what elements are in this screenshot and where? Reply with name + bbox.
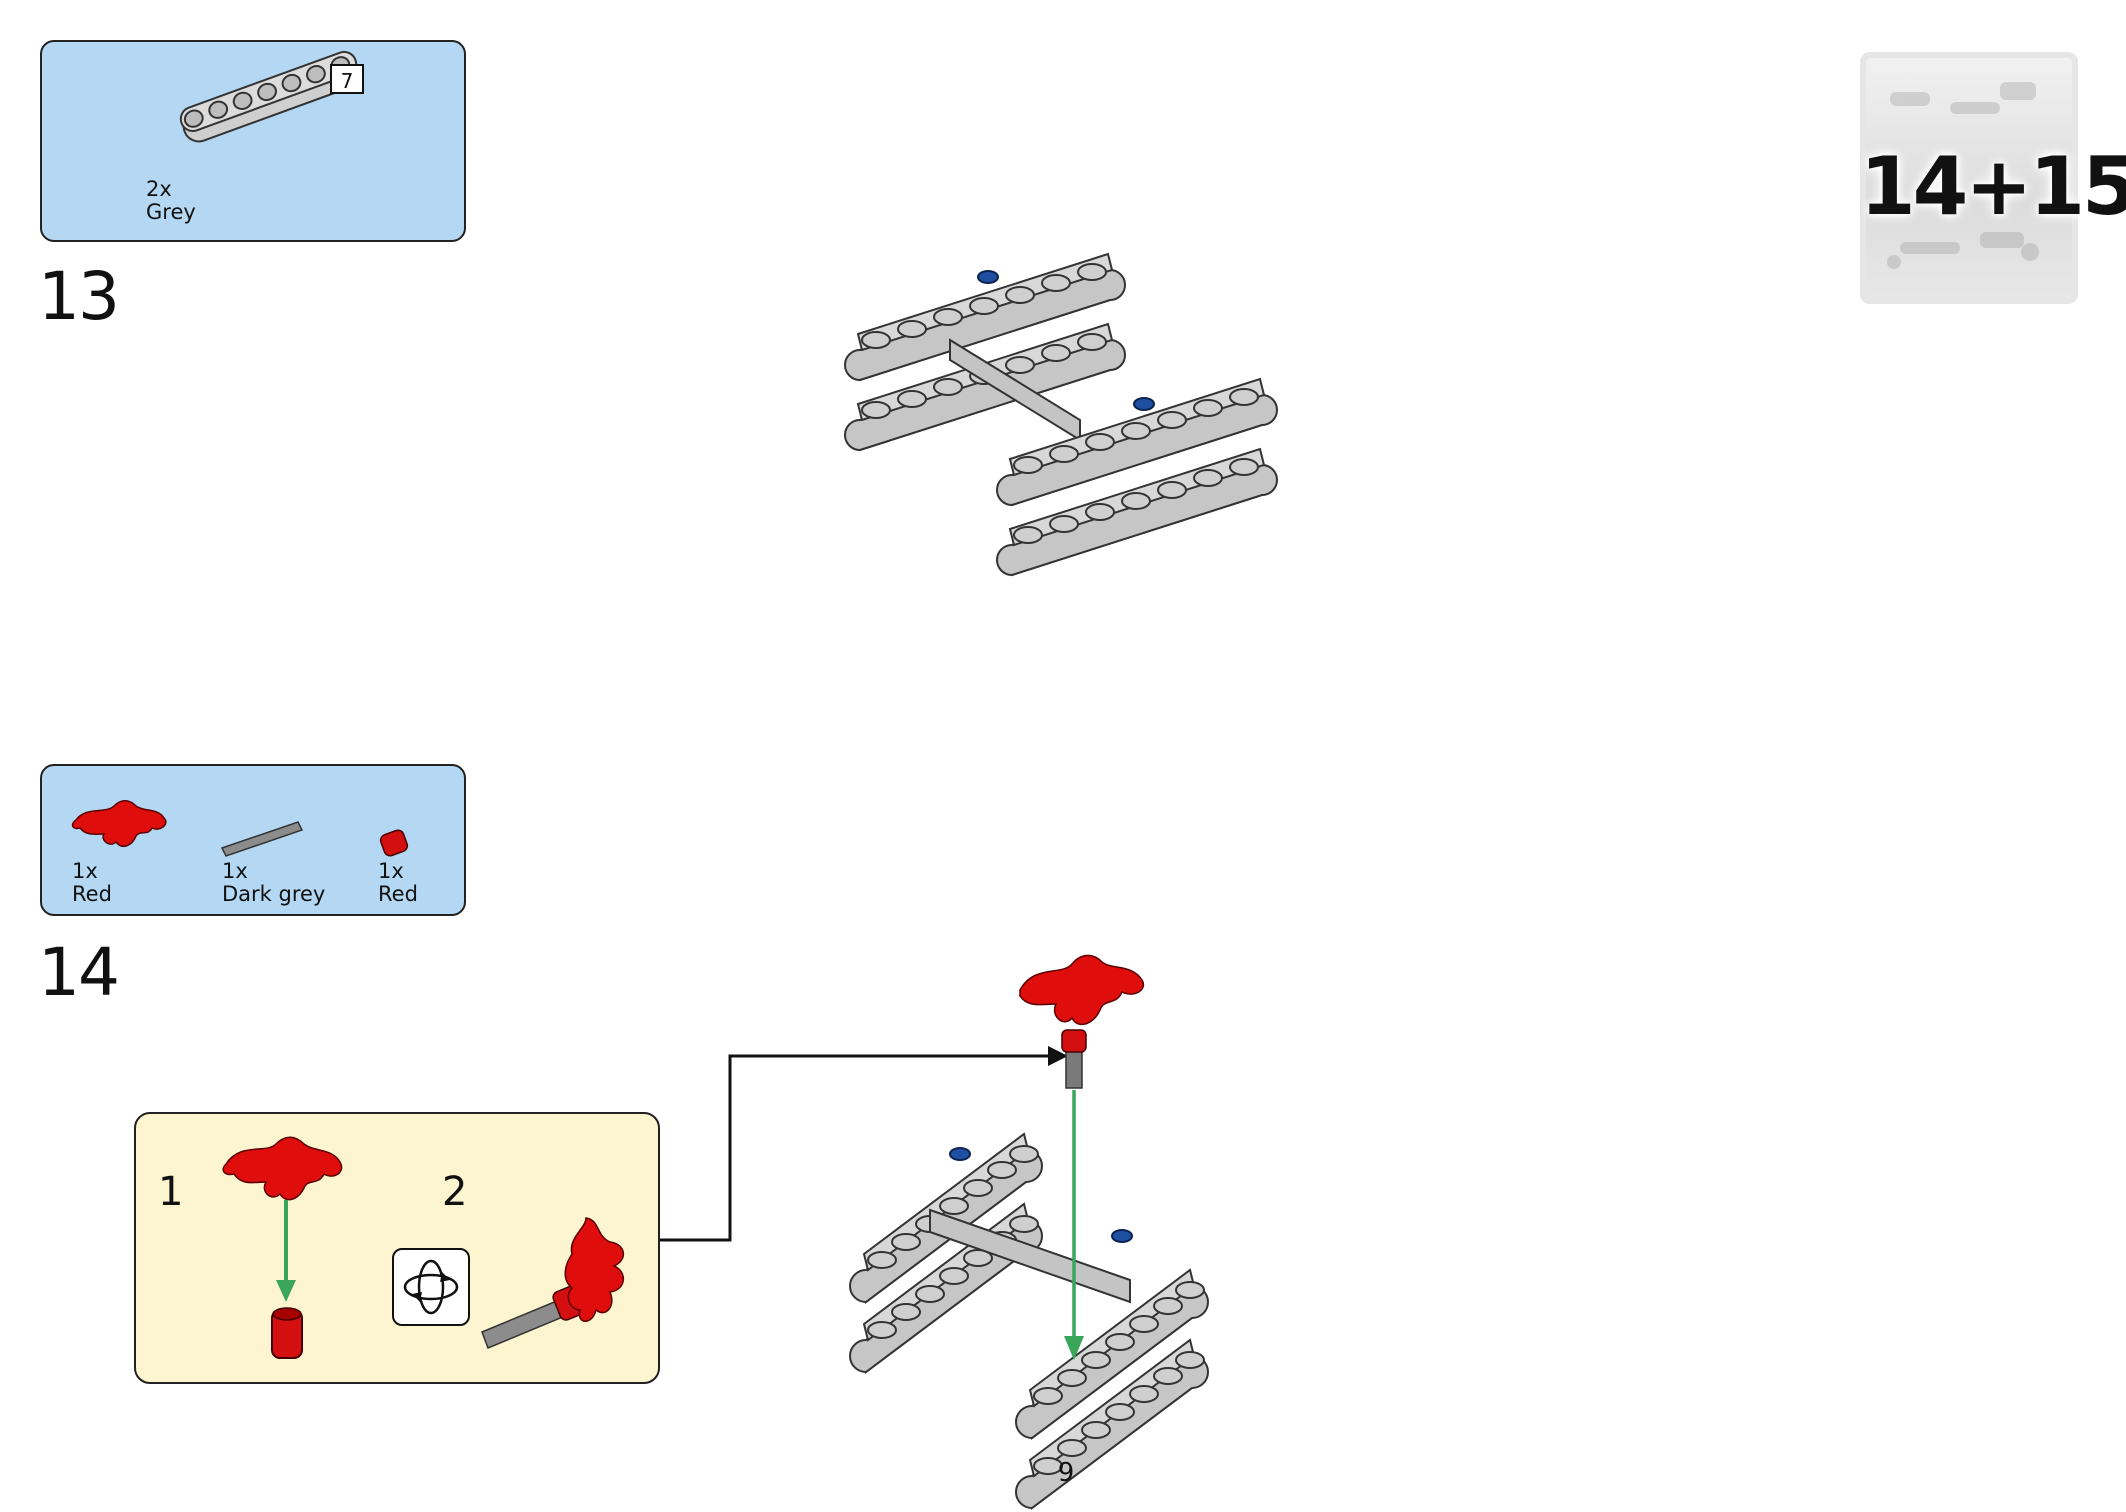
part-color-text: Dark grey bbox=[222, 882, 326, 906]
parts-bag-image: 14+15 bbox=[1860, 52, 2126, 304]
step-13-model-illustration bbox=[844, 253, 1278, 576]
callout-arrow bbox=[660, 1046, 1068, 1242]
part-label-2: 1x Dark grey bbox=[222, 860, 325, 906]
parts-list-step-14: 1x Red 1x Dark grey 1x Red bbox=[40, 764, 466, 916]
page-number: 9 bbox=[1057, 1458, 1075, 1488]
substep-number-1: 1 bbox=[158, 1169, 184, 1215]
sub-assembly-box: 1 2 bbox=[134, 1112, 660, 1384]
grey-liftarm-7-icon bbox=[179, 50, 361, 143]
part-label-1: 1x Red bbox=[72, 860, 112, 906]
red-axle-connector-icon bbox=[379, 829, 409, 857]
step-number-13: 13 bbox=[38, 258, 120, 335]
part-color-text: Red bbox=[378, 882, 418, 906]
dark-grey-axle-icon bbox=[220, 821, 304, 857]
part-label-3: 1x Red bbox=[378, 860, 418, 906]
part-color-text: Grey bbox=[146, 200, 196, 224]
red-coral-plant-icon bbox=[71, 800, 167, 847]
rotate-model-icon bbox=[392, 1248, 470, 1326]
length-tag: 7 bbox=[330, 64, 364, 94]
part-color-text: Red bbox=[72, 882, 112, 906]
bag-contents-icon bbox=[1887, 82, 2039, 269]
part-count-text: 1x bbox=[72, 859, 98, 883]
bag-number-label: 14+15 bbox=[1860, 140, 2126, 233]
substep-1-illustration bbox=[222, 1136, 343, 1359]
part-count-text: 2x bbox=[146, 177, 172, 201]
part-count-text: 1x bbox=[222, 859, 248, 883]
part-count-text: 1x bbox=[378, 859, 404, 883]
substep-number-2: 2 bbox=[442, 1169, 468, 1215]
part-count: 2x Grey bbox=[146, 178, 196, 224]
step-number-14: 14 bbox=[38, 934, 120, 1011]
substep-2-illustration bbox=[481, 1217, 624, 1349]
rotate-arrows-icon bbox=[403, 1259, 459, 1315]
parts-list-step-13: 7 2x Grey bbox=[40, 40, 466, 242]
step-14-model-illustration bbox=[849, 954, 1209, 1509]
